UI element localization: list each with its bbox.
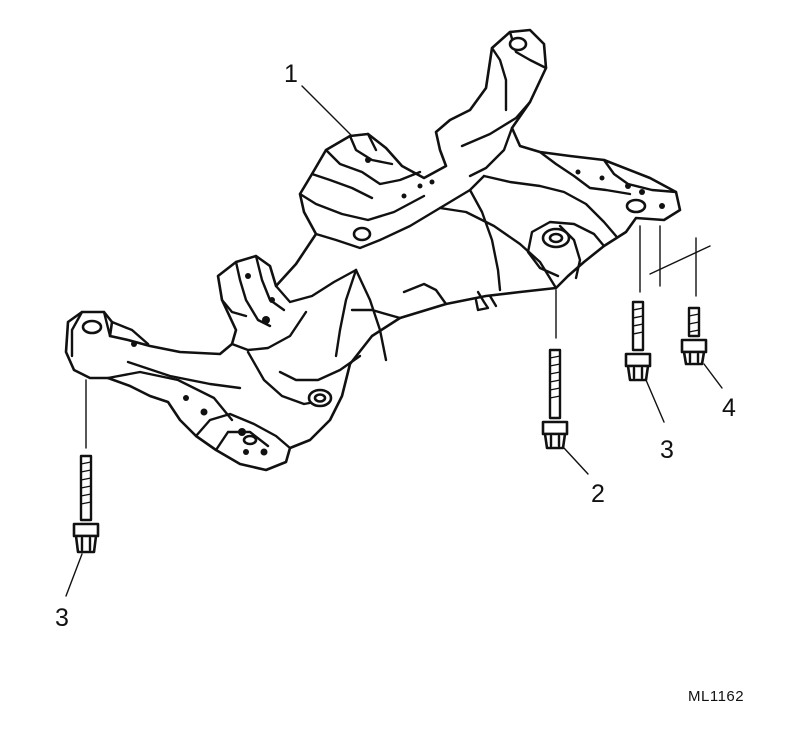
bolt-right <box>624 300 652 382</box>
bolt-centre <box>541 348 569 450</box>
callout-2: 2 <box>591 480 605 508</box>
reference-code: ML1162 <box>688 688 744 705</box>
callout-3-right: 3 <box>660 436 674 464</box>
callout-4: 4 <box>722 394 736 422</box>
fixing-lines <box>85 225 711 449</box>
callout-1: 1 <box>284 60 298 88</box>
callout-3-left: 3 <box>55 604 69 632</box>
subframe <box>64 28 682 472</box>
leader-lines <box>65 85 723 597</box>
bolt-long-left <box>72 454 100 554</box>
bolt-short <box>680 306 708 366</box>
